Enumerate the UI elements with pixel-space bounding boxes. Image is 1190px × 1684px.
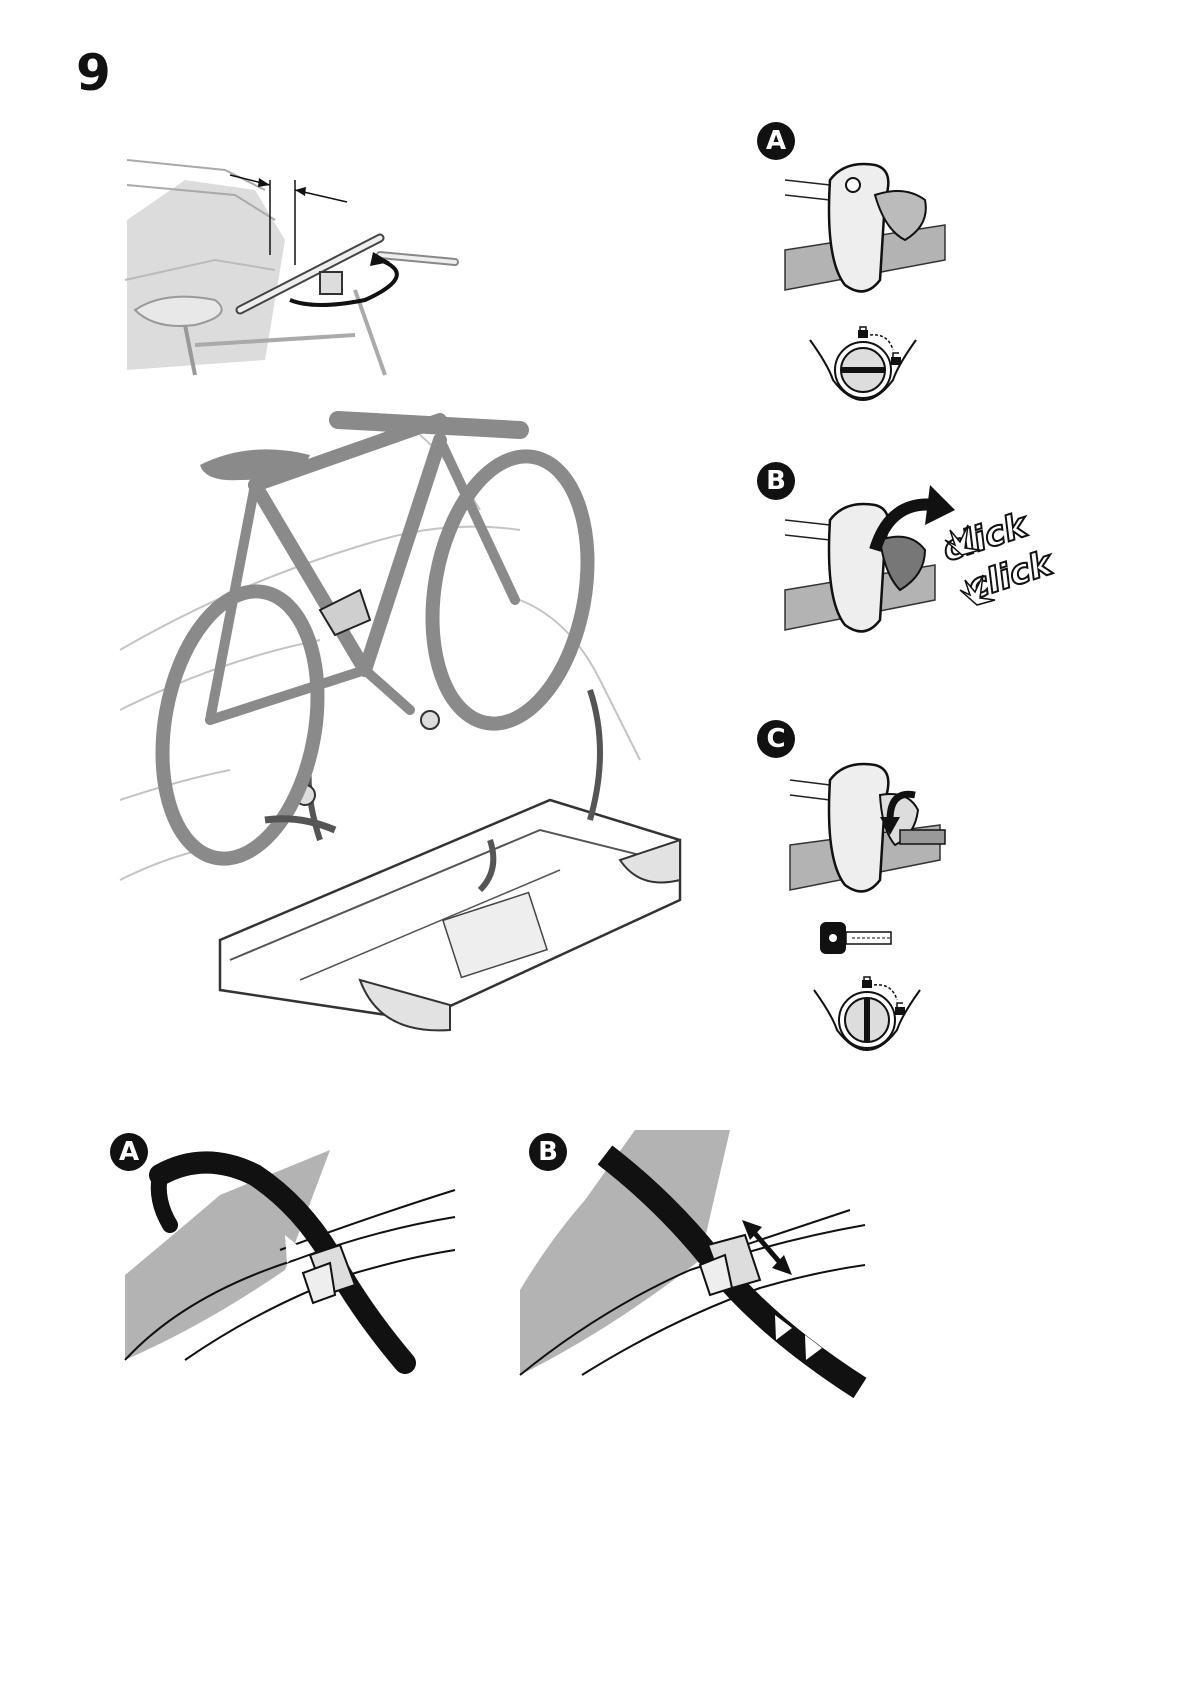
padlock-closed-icon [862,977,872,988]
step-a-badge: A [757,122,795,160]
strap-step-b-illustration [520,1130,865,1390]
lock-step-a-illustration [785,160,965,300]
handlebar-detail-illustration [125,160,465,375]
padlock-open-icon [891,353,901,365]
step-c-badge: C [757,720,795,758]
lock-dial-unlocked-illustration [808,325,918,410]
key-icon [820,920,895,956]
strap-step-a-illustration [125,1145,460,1370]
padlock-open-icon [895,1003,905,1015]
step-number: 9 [76,48,111,98]
padlock-closed-icon [858,327,868,338]
lock-step-c-illustration [790,765,960,900]
lock-dial-locked-illustration [812,975,922,1060]
lock-step-b-illustration [785,480,955,645]
bike-on-carrier-illustration [120,420,710,1045]
click-burst-icons [940,520,1000,615]
